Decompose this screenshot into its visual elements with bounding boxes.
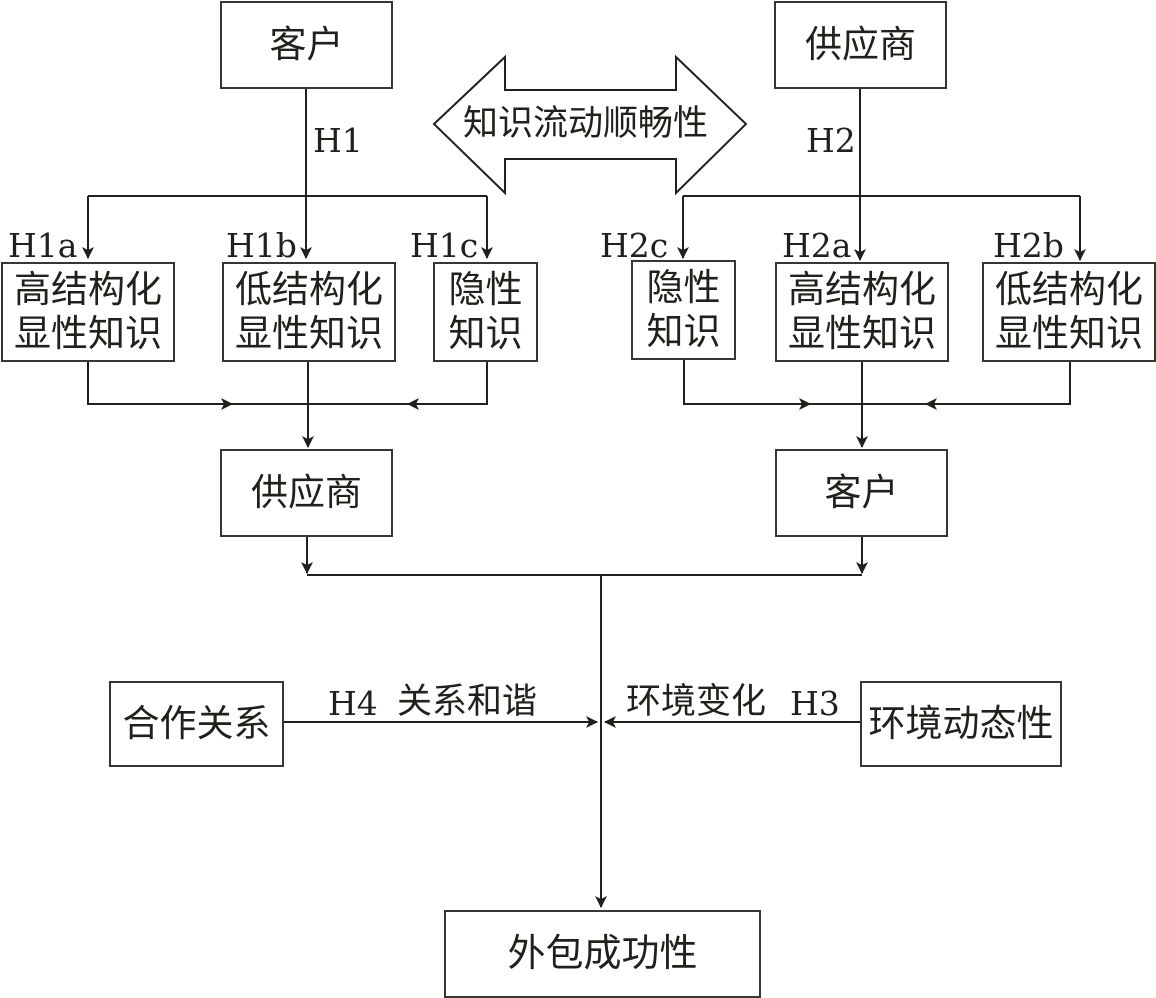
env-dynamics-label: 环境动态性 xyxy=(868,701,1054,745)
outsourcing-success-label: 外包成功性 xyxy=(507,931,698,976)
h2-tacit-line1: 隐性 xyxy=(646,265,721,309)
h2-tacit-box: 隐性 知识 xyxy=(631,260,736,360)
cooperation-label: 合作关系 xyxy=(122,701,271,745)
label-h1a: H1a xyxy=(8,226,78,265)
edge-right-collect-b xyxy=(925,362,1071,410)
h1-high-line1: 高结构化 xyxy=(14,267,162,311)
h2-low-line1: 低结构化 xyxy=(995,267,1143,311)
edge-left-collect-a xyxy=(87,362,233,410)
knowledge-flow-arrow xyxy=(432,54,748,196)
h1-tacit-line1: 隐性 xyxy=(448,267,523,311)
h1-high-structured-box: 高结构化 显性知识 xyxy=(1,262,175,362)
h2-low-line2: 显性知识 xyxy=(995,312,1143,355)
customer-mid-box: 客户 xyxy=(775,449,948,537)
knowledge-flow-label: 知识流动顺畅性 xyxy=(463,104,709,144)
supplier-mid-label: 供应商 xyxy=(251,470,362,514)
h2-low-structured-box: 低结构化 显性知识 xyxy=(982,262,1156,362)
label-h1b: H1b xyxy=(226,226,297,265)
label-h1c: H1c xyxy=(410,226,479,265)
label-h3-text: 环境变化 xyxy=(626,682,767,722)
label-h4: H4 xyxy=(328,684,378,723)
h2-high-structured-box: 高结构化 显性知识 xyxy=(775,262,949,362)
h1-low-line2: 显性知识 xyxy=(235,312,383,355)
h1-tacit-box: 隐性 知识 xyxy=(433,262,538,362)
h1-high-line2: 显性知识 xyxy=(14,312,162,355)
cooperation-box: 合作关系 xyxy=(109,681,284,767)
edge-left-collect-c xyxy=(407,362,488,410)
env-dynamics-box: 环境动态性 xyxy=(860,681,1062,767)
h2-tacit-line2: 知识 xyxy=(646,310,721,353)
h1-low-structured-box: 低结构化 显性知识 xyxy=(222,262,396,362)
h2-high-line1: 高结构化 xyxy=(788,267,936,311)
label-h1: H1 xyxy=(313,121,363,160)
h1-tacit-line2: 知识 xyxy=(448,312,523,355)
customer-mid-label: 客户 xyxy=(824,470,899,514)
label-h2c: H2c xyxy=(600,226,669,265)
label-h2: H2 xyxy=(806,121,856,160)
label-h2b: H2b xyxy=(993,226,1064,265)
supplier-top-box: 供应商 xyxy=(774,1,947,89)
outsourcing-success-box: 外包成功性 xyxy=(444,910,761,998)
supplier-mid-box: 供应商 xyxy=(220,449,393,537)
edge-right-collect-c xyxy=(683,360,811,410)
supplier-top-label: 供应商 xyxy=(805,22,916,66)
customer-top-label: 客户 xyxy=(269,22,344,66)
customer-top-box: 客户 xyxy=(220,1,393,89)
label-h3: H3 xyxy=(790,684,840,723)
h2-high-line2: 显性知识 xyxy=(788,312,936,355)
label-h4-text: 关系和谐 xyxy=(397,682,538,722)
h1-low-line1: 低结构化 xyxy=(235,267,383,311)
label-h2a: H2a xyxy=(782,226,852,265)
